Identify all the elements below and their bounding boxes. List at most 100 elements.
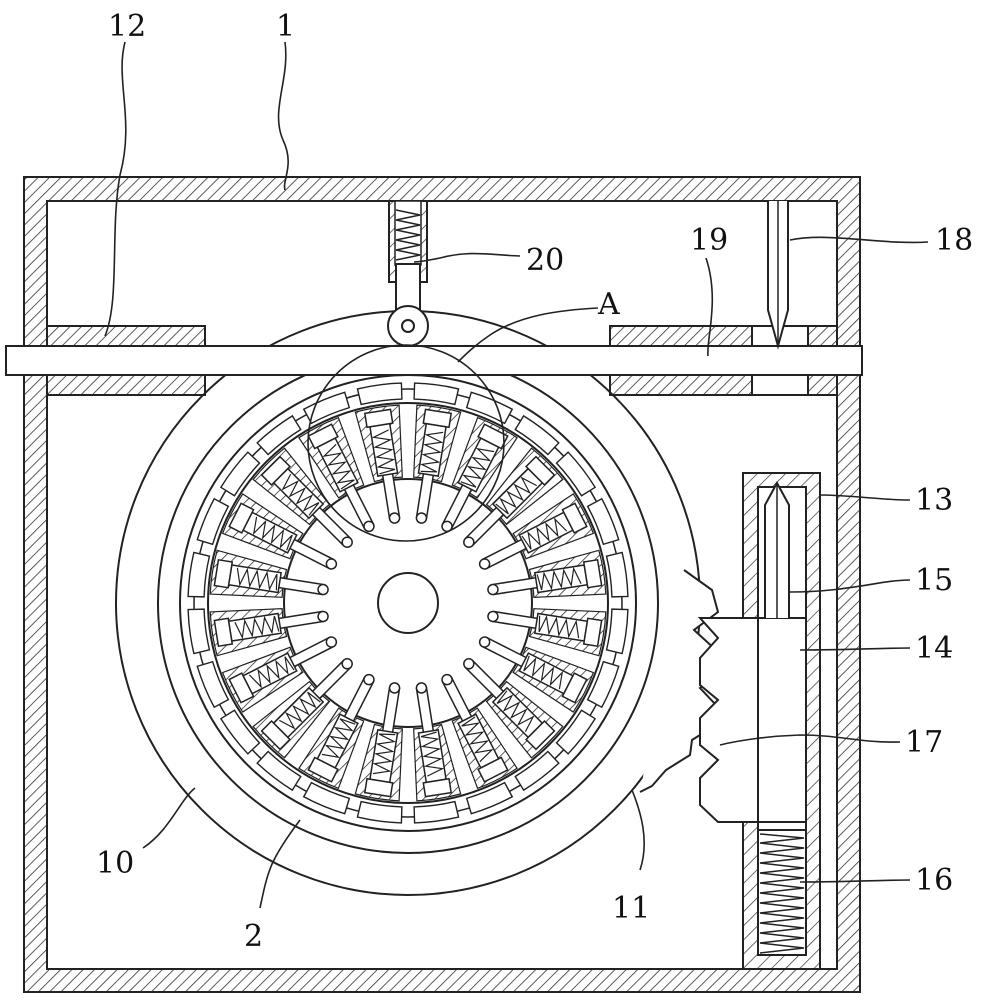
- pin-cap: [525, 455, 556, 486]
- spring-pin: [487, 610, 603, 648]
- spring-pin: [228, 636, 338, 704]
- part-labels: 1 12 20 A 19 18 13 15 14 17 16 11 2 10: [96, 9, 973, 954]
- slot-segment: [196, 497, 230, 546]
- spring-pin: [307, 673, 375, 783]
- spring-coil: [521, 517, 568, 550]
- pin-cap: [213, 558, 234, 589]
- label-10: 10: [96, 846, 134, 881]
- pin-tip: [415, 512, 428, 524]
- pin-cap: [228, 672, 255, 704]
- spring-coil: [279, 691, 321, 730]
- pin-tip: [363, 520, 375, 533]
- spring-pin: [478, 636, 588, 704]
- slot-segment: [413, 382, 460, 406]
- slot-segment: [187, 608, 211, 655]
- slot-segment: [302, 781, 351, 815]
- spring-coil: [420, 731, 445, 777]
- spring-pin: [260, 455, 353, 548]
- spring-coil: [461, 716, 494, 763]
- spring-coil: [536, 566, 582, 591]
- pin-cap: [260, 455, 291, 486]
- slot-segment: [555, 451, 597, 497]
- spring-coil: [371, 429, 396, 475]
- pin-cap: [228, 502, 255, 534]
- pin-cap: [363, 777, 394, 798]
- slot-segment: [465, 781, 514, 815]
- slot-segment: [555, 709, 597, 755]
- spring-coil: [419, 431, 444, 473]
- wheel-assembly: [157, 352, 659, 854]
- right-pin: [767, 201, 789, 350]
- label-12: 12: [108, 9, 146, 44]
- slot-segment: [605, 608, 629, 655]
- label-20: 20: [526, 243, 564, 278]
- pin-tip: [441, 673, 453, 686]
- spring-pin: [463, 455, 556, 548]
- spring-coil: [248, 656, 295, 689]
- slot-segment: [187, 551, 211, 598]
- spring-pin: [363, 408, 401, 524]
- spring-pin: [213, 558, 329, 596]
- spring-coil: [252, 516, 293, 551]
- pin-cap: [213, 617, 234, 648]
- spring-coil: [322, 443, 355, 490]
- pin-tip: [441, 520, 453, 533]
- spring-pin: [441, 673, 509, 783]
- bottom-spring: [757, 829, 807, 956]
- spring-pin: [415, 682, 453, 798]
- spring-pin: [363, 682, 401, 798]
- spring-coil: [460, 447, 495, 488]
- pin-tip: [487, 583, 499, 596]
- pin-tip: [463, 536, 475, 548]
- upper-rod: [764, 480, 790, 618]
- pin-cap: [307, 756, 339, 783]
- top-spring-assembly: [387, 200, 429, 347]
- pin-cap: [561, 672, 588, 704]
- spring-pin: [228, 502, 338, 570]
- spring-pin: [415, 408, 453, 524]
- pin-cap: [582, 617, 603, 648]
- slot-segment: [356, 800, 403, 824]
- pin-cap: [525, 720, 556, 751]
- label-17: 17: [905, 725, 943, 760]
- rack: [697, 617, 807, 823]
- housing-frame: [23, 176, 861, 993]
- pin-tip: [463, 658, 475, 670]
- label-15: 15: [915, 563, 953, 598]
- spring-coil: [321, 718, 356, 759]
- spring-pins: [213, 408, 603, 798]
- label-11: 11: [612, 891, 650, 926]
- spring-pin: [487, 558, 603, 596]
- gear-teeth: [639, 569, 724, 793]
- spring-coil: [236, 567, 278, 592]
- spring-coil: [281, 474, 320, 516]
- label-a: A: [597, 287, 620, 322]
- pin-tip: [317, 610, 329, 623]
- spring-coil: [495, 476, 537, 515]
- pin-cap: [422, 777, 453, 798]
- pin-tip: [388, 682, 401, 694]
- slot-segment: [302, 391, 351, 425]
- slot-segment: [256, 750, 302, 792]
- spring-pin: [213, 610, 329, 648]
- slot-segment: [605, 551, 629, 598]
- slot-segment: [413, 800, 460, 824]
- spring-coil: [372, 733, 397, 775]
- horizontal-shaft: [5, 345, 863, 376]
- pin-cap: [363, 408, 394, 429]
- pin-tip: [388, 512, 401, 524]
- label-16: 16: [915, 863, 953, 898]
- pin-cap: [422, 408, 453, 429]
- pin-tip: [415, 682, 428, 694]
- leader-lines: [104, 41, 929, 909]
- pin-tip: [341, 536, 353, 548]
- detail-circle-a: [307, 344, 505, 542]
- slot-segment: [356, 382, 403, 406]
- pin-tip: [478, 558, 491, 570]
- hub-hole: [377, 572, 439, 634]
- spring-pin: [260, 658, 353, 751]
- spring-coil: [538, 614, 580, 639]
- pin-cap: [582, 558, 603, 589]
- slot-segments: [187, 382, 629, 824]
